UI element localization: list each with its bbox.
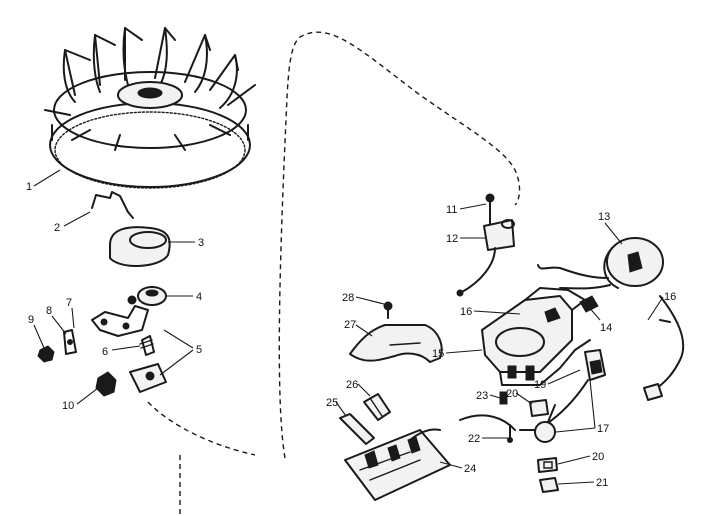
callout-17: 17 xyxy=(597,423,609,435)
callout-21: 21 xyxy=(596,477,608,489)
cup-washer xyxy=(109,226,171,267)
coil-lamination xyxy=(579,295,599,313)
callout-11: 11 xyxy=(446,204,457,216)
screw-23 xyxy=(499,391,508,405)
callout-20-spacer: 20 xyxy=(506,388,518,400)
terminal-screw xyxy=(485,193,495,227)
pin-25 xyxy=(339,413,375,445)
terminal-block xyxy=(456,219,515,297)
callout-12: 12 xyxy=(446,233,458,245)
callout-3: 3 xyxy=(198,237,204,249)
magneto-housing xyxy=(481,287,591,386)
key-spring xyxy=(91,191,134,219)
lower-left-dashed-line xyxy=(147,401,256,516)
callout-9: 9 xyxy=(28,314,34,326)
hex-nut-9 xyxy=(37,345,55,363)
spacer-block-20 xyxy=(529,399,549,417)
leader-lines xyxy=(33,169,664,485)
callout-25: 25 xyxy=(326,397,338,409)
callout-1: 1 xyxy=(26,181,32,193)
callout-28: 28 xyxy=(342,292,354,304)
callout-19: 19 xyxy=(534,379,546,391)
callout-14: 14 xyxy=(600,322,612,334)
callout-13: 13 xyxy=(598,211,610,223)
callout-2: 2 xyxy=(54,222,60,234)
callout-24: 24 xyxy=(464,463,476,475)
callout-22: 22 xyxy=(468,433,480,445)
cover-plate-27 xyxy=(349,324,443,363)
switch-assembly xyxy=(519,349,606,443)
callout-15: 15 xyxy=(432,348,444,360)
point-clamp xyxy=(63,329,77,355)
callout-6: 6 xyxy=(102,346,108,358)
callout-8: 8 xyxy=(46,305,52,317)
condenser-screw xyxy=(139,335,155,356)
ignition-coil xyxy=(537,237,664,290)
fitting-26 xyxy=(363,393,391,421)
cap-21 xyxy=(539,477,559,493)
callout-26: 26 xyxy=(346,379,358,391)
ribbed-block-10 xyxy=(95,371,117,397)
assembly-boundary-dashed-line xyxy=(278,31,521,459)
callout-20-grommet: 20 xyxy=(592,451,604,463)
grommet-20 xyxy=(537,457,558,473)
callout-27: 27 xyxy=(344,319,356,331)
screw-28 xyxy=(383,301,393,319)
callout-23: 23 xyxy=(476,390,488,402)
callout-5: 5 xyxy=(196,344,202,356)
callout-7: 7 xyxy=(66,297,72,309)
wire-22 xyxy=(459,414,516,443)
flywheel xyxy=(44,27,256,189)
spark-plug-lead xyxy=(643,295,685,401)
callout-4: 4 xyxy=(196,291,202,303)
breaker-point-assembly xyxy=(91,305,149,337)
callout-16-housing: 16 xyxy=(460,306,472,318)
callout-10: 10 xyxy=(62,400,74,412)
callout-16-lead: 16 xyxy=(664,291,676,303)
callout-labels: 1 2 3 4 5 6 7 8 9 10 11 12 13 14 15 16 1… xyxy=(26,181,676,489)
ignition-cam xyxy=(127,286,167,306)
point-base xyxy=(129,363,167,393)
